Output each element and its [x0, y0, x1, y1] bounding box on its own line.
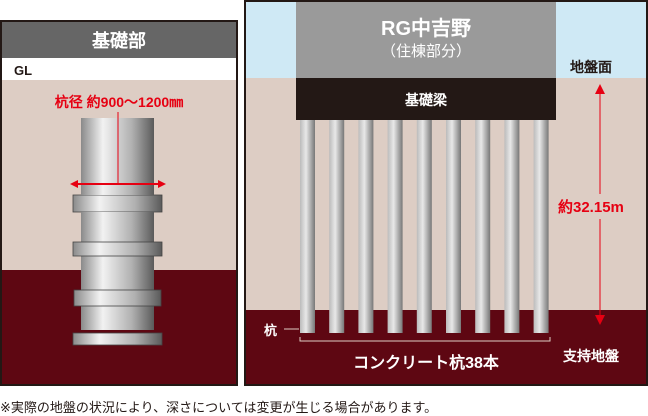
- pile-label: 杭: [264, 323, 278, 338]
- piles: [300, 120, 549, 333]
- pile: [416, 120, 432, 333]
- pile-count-label: コンクリート杭38本: [353, 355, 499, 372]
- diameter-label: 杭径 約900〜1200㎜: [54, 94, 184, 110]
- pile: [358, 120, 374, 333]
- building-sub: （住棟部分）: [380, 43, 471, 60]
- pile: [387, 120, 403, 333]
- right-panel: [244, 0, 648, 386]
- gl-label: GL: [14, 63, 33, 78]
- footnote: ※実際の地盤の状況により、深さについては変更が生じる場合があります。: [0, 400, 438, 415]
- left-header: 基礎部: [92, 31, 146, 51]
- pile: [475, 120, 491, 333]
- pile: [446, 120, 461, 333]
- left-panel: [0, 20, 238, 386]
- depth-label: 約32.15m: [558, 194, 624, 219]
- pile: [300, 120, 315, 333]
- ground-surface-label: 地盤面: [570, 59, 612, 75]
- building-name: RG中吉野: [381, 18, 471, 40]
- beam-label: 基礎梁: [405, 92, 447, 108]
- pile: [329, 120, 345, 333]
- bearing-layer-label: 支持地盤: [563, 348, 619, 364]
- pile: [504, 120, 520, 333]
- pile: [533, 120, 549, 333]
